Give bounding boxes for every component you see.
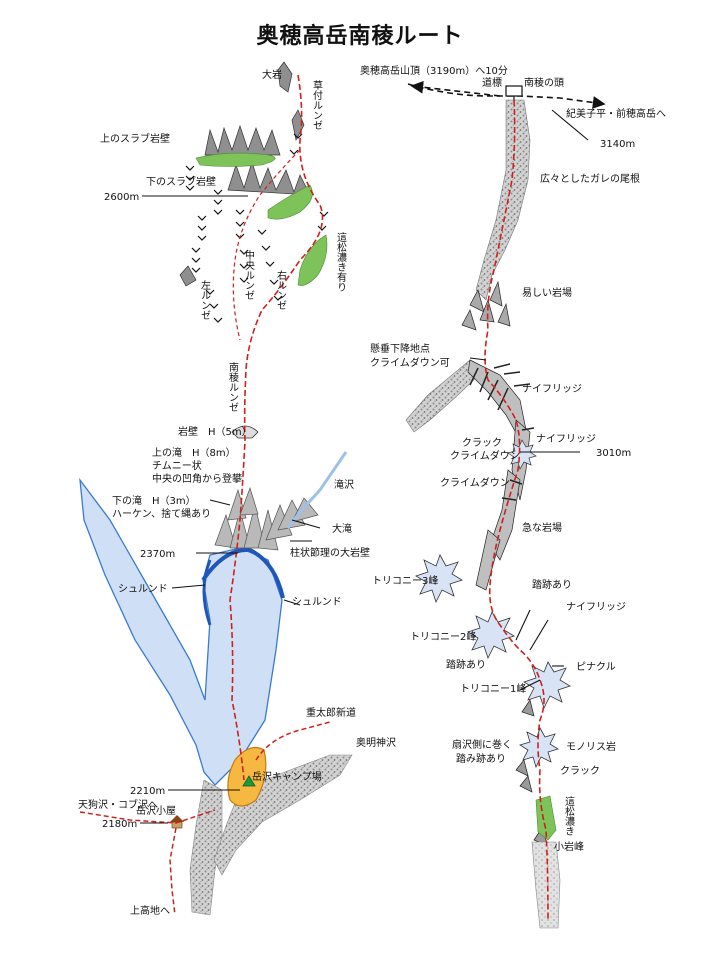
- page-title: 奥穂高岳南稜ルート: [256, 24, 464, 49]
- label-trace-1: 踏跡あり: [532, 578, 572, 591]
- label-lower-slab: 下のスラブ岩壁: [146, 175, 216, 188]
- label-kamikochi: 上高地へ: [130, 904, 170, 917]
- label-easy-rock: 易しい岩場: [522, 286, 572, 299]
- label-rappel-2: クライムダウン可: [370, 356, 450, 369]
- label-signpost-1: 道標: [482, 76, 502, 89]
- lower-scree: [189, 779, 223, 916]
- columnar-rock-wall: [214, 486, 319, 551]
- jutaro-trail: [255, 721, 331, 761]
- left-leaders: [140, 195, 321, 824]
- label-nanryo: 南稜ルンゼ: [227, 361, 239, 412]
- label-schrund-right: シュルンド: [292, 597, 342, 608]
- bergschrund-arc: [201, 547, 285, 599]
- summit-trail-left: [410, 80, 501, 97]
- label-tengu: 天狗沢・コブ沢へ: [78, 798, 158, 811]
- label-haimatsu: 這松濃き: [563, 795, 575, 836]
- lower-ridge-scree: [531, 841, 561, 929]
- label-knife-1: ナイフリッジ: [522, 383, 582, 395]
- star-burst-icon: [415, 554, 463, 604]
- label-upper-fall-3: 中央の凹角から登攀: [152, 472, 242, 485]
- label-upper-fall-1: 上の滝 H（8m）: [152, 447, 236, 459]
- label-alt-3010: 3010m: [596, 448, 631, 459]
- label-monolith: モノリス岩: [566, 740, 616, 753]
- okumyojin-scree: [213, 754, 353, 876]
- label-ougi-1: 扇沢側に巻く: [452, 738, 512, 751]
- wide-scree-ridge: [475, 99, 531, 301]
- label-tricouni-2: トリコニー2峰: [410, 631, 476, 643]
- label-steep-rock: 急な岩場: [522, 521, 562, 534]
- label-wide-ridge: 広々としたガレの尾根: [540, 172, 640, 185]
- label-big-rock: 大岩: [262, 68, 282, 81]
- star-burst-icon: [519, 727, 559, 769]
- label-lower-fall-2: ハーケン、捨て縄あり: [112, 507, 211, 520]
- right-vegetation: [297, 234, 328, 286]
- label-tricouni-1: トリコニー1峰: [460, 683, 526, 695]
- upper-slab-crag: [179, 61, 311, 287]
- label-hidari: 左ルンゼ: [199, 279, 211, 320]
- label-columnar: 柱状節理の大岩壁: [290, 546, 370, 559]
- label-rappel-1: 懸垂下降地点: [370, 342, 430, 355]
- right-route: [484, 99, 549, 921]
- label-schrund-left: シュルンド: [118, 584, 168, 595]
- right-leaders: [469, 109, 589, 691]
- label-upper-fall-2: チムニー状: [152, 459, 202, 472]
- label-camp: 岳沢キャンプ場: [252, 770, 322, 783]
- label-haimatsu-right: 這松濃き有り: [335, 231, 347, 292]
- label-alt-2600: 2600m: [104, 192, 139, 203]
- tengu-trail: [79, 809, 216, 824]
- label-crack-1: クラック: [462, 437, 502, 449]
- label-hut: 岳沢小屋: [136, 804, 176, 817]
- label-lower-fall-1: 下の滝 H（3m）: [112, 495, 196, 507]
- label-alt-2210: 2210m: [130, 786, 165, 797]
- label-knife-3: ナイフリッジ: [566, 601, 626, 613]
- camp-area: [227, 747, 267, 807]
- label-small-peak: 小岩峰: [554, 840, 584, 853]
- label-alt-3140: 3140m: [600, 139, 635, 150]
- kamikochi-trail: [169, 827, 177, 916]
- left-route: [229, 74, 324, 781]
- label-upper-slab: 上のスラブ岩壁: [100, 132, 170, 145]
- label-rock-wall: 岩壁 H（5m）: [178, 425, 252, 438]
- upper-slab-vegetation: [195, 152, 276, 167]
- star-burst-icon: [467, 611, 515, 660]
- bergschrund-left: [202, 559, 212, 626]
- label-migi: 右ルンゼ: [275, 269, 287, 310]
- label-to-ridge: 紀美子平・前穂高岳へ: [566, 107, 666, 120]
- label-knife-2: ナイフリッジ: [536, 433, 596, 445]
- lower-rocks: [515, 699, 549, 847]
- gully-chevrons: [185, 133, 329, 323]
- label-takisawa: 滝沢: [334, 478, 354, 491]
- mid-vegetation: [267, 184, 313, 220]
- label-otaki: 大滝: [332, 522, 352, 535]
- label-trace-2: 踏跡あり: [446, 658, 486, 671]
- label-crack-3: クラック: [560, 765, 600, 777]
- label-chuo: 中央ルンゼ: [243, 249, 255, 300]
- label-kusatsuki: 草付ルンゼ: [311, 80, 323, 130]
- label-okumyojin: 奥明神沢: [356, 736, 396, 749]
- label-signpost-2: 南稜の頭: [524, 76, 564, 89]
- label-ougi-2: 踏み跡あり: [456, 752, 506, 765]
- green-triangle-icon: [242, 775, 256, 787]
- label-crack-2: クライムダウン: [450, 449, 520, 462]
- label-climbdown: クライムダウン: [440, 476, 510, 489]
- star-burst-icon: [507, 439, 537, 470]
- label-summit: 奥穂高岳山頂（3190m）へ10分: [360, 64, 508, 77]
- label-pinnacle: ピナクル: [576, 661, 616, 673]
- snow-valley: [79, 477, 283, 786]
- label-alt-2370: 2370m: [140, 549, 175, 560]
- label-tricouni-3: トリコニー3峰: [372, 575, 438, 587]
- label-jutaro: 重太郎新道: [306, 706, 356, 719]
- label-alt-2180: 2180m: [102, 819, 137, 830]
- easy-rock-zone: [461, 280, 511, 331]
